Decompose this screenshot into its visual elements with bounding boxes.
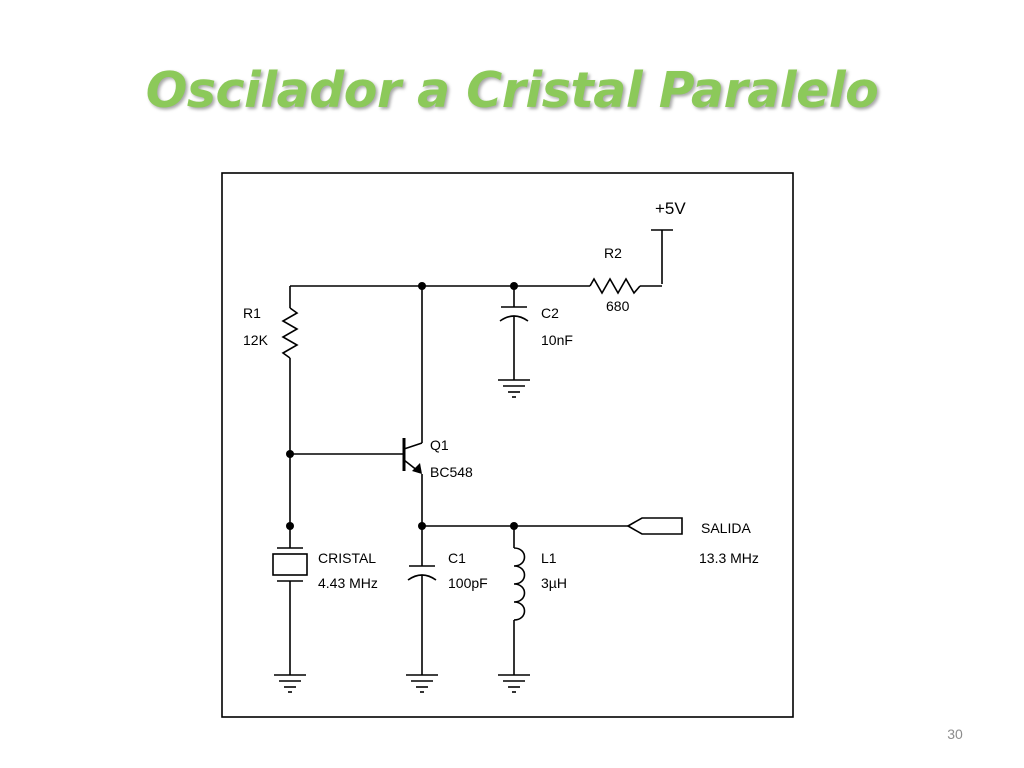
ground-c2	[498, 379, 530, 398]
inductor-l1: L1 3µH	[513, 526, 567, 675]
q1-part: BC548	[430, 464, 473, 480]
capacitor-c2: C2 10nF	[499, 286, 573, 380]
l1-value: 3µH	[541, 575, 567, 591]
junction-dot	[286, 450, 294, 458]
c1-value: 100pF	[448, 575, 488, 591]
supply-terminal: +5V	[651, 199, 686, 284]
ground-l1	[498, 674, 530, 693]
crystal-name: CRISTAL	[318, 550, 376, 566]
crystal-value: 4.43 MHz	[318, 575, 378, 591]
crystal-x1: CRISTAL 4.43 MHz	[272, 547, 378, 675]
output-terminal: SALIDA 13.3 MHz	[626, 517, 759, 566]
ground-c1	[406, 674, 438, 693]
c2-value: 10nF	[541, 332, 573, 348]
resistor-r1: R1 12K	[243, 286, 299, 454]
c1-name: C1	[448, 550, 466, 566]
junction-dot	[418, 522, 426, 530]
junction-dot	[286, 522, 294, 530]
l1-name: L1	[541, 550, 557, 566]
page-number: 30	[947, 726, 963, 742]
r2-value: 680	[606, 298, 630, 314]
resistor-r2: R2 680	[589, 245, 641, 314]
r1-name: R1	[243, 305, 261, 321]
junction-dot	[510, 282, 518, 290]
c2-name: C2	[541, 305, 559, 321]
q1-name: Q1	[430, 437, 449, 453]
capacitor-c1: C1 100pF	[407, 526, 488, 675]
junction-dot	[510, 522, 518, 530]
r1-value: 12K	[243, 332, 269, 348]
junction-dot	[418, 282, 426, 290]
transistor-q1: Q1 BC548	[402, 437, 473, 480]
slide-title: Oscilador a Cristal Paralelo	[145, 62, 879, 119]
output-name: SALIDA	[701, 520, 751, 536]
r2-name: R2	[604, 245, 622, 261]
ground-crystal	[274, 674, 306, 693]
output-frequency: 13.3 MHz	[699, 550, 759, 566]
supply-label: +5V	[655, 199, 686, 218]
schematic-frame	[221, 172, 794, 718]
